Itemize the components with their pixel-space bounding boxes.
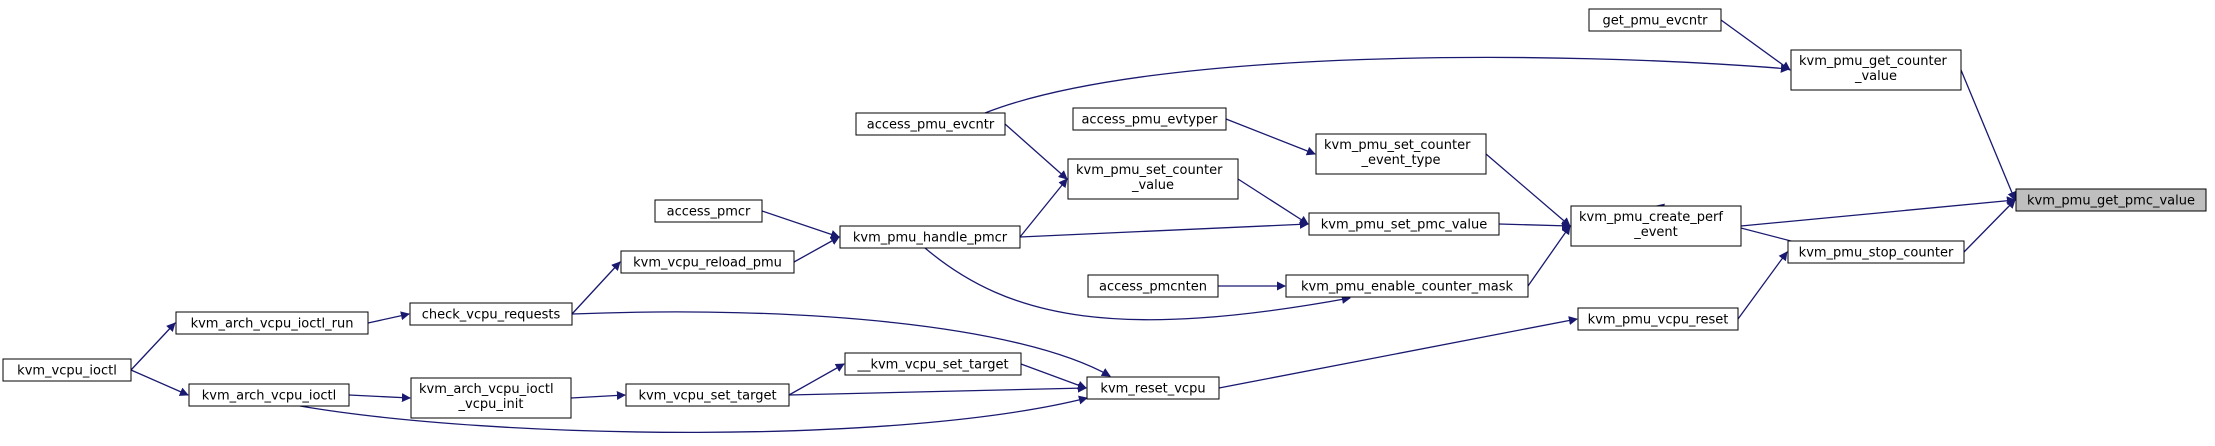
edge-kvm_pmu_set_counter_value-to-kvm_pmu_set_pmc_value xyxy=(1237,178,1309,225)
edge-kvm_arch_vcpu_ioctl-to-kvm_arch_vcpu_ioctl_vcpu_init xyxy=(348,393,411,403)
node-label: kvm_pmu_vcpu_reset xyxy=(1588,313,1729,328)
node-label: kvm_vcpu_reload_pmu xyxy=(633,256,782,271)
edge-kvm_vcpu_reload_pmu-to-kvm_pmu_handle_pmcr xyxy=(793,236,840,263)
edge-__kvm_vcpu_set_target-to-kvm_reset_vcpu xyxy=(1020,363,1087,390)
node-label: kvm_arch_vcpu_ioctl xyxy=(202,389,337,404)
edge-kvm_vcpu_ioctl-to-kvm_arch_vcpu_ioctl_run xyxy=(130,322,176,371)
node-label: kvm_pmu_stop_counter xyxy=(1799,246,1954,261)
node-kvm-arch-vcpu-ioctl-vcpu-init[interactable]: kvm_arch_vcpu_ioctl_vcpu_init xyxy=(410,377,572,419)
node-label: kvm_pmu_set_counter xyxy=(1076,163,1223,178)
node-kvm-arch-vcpu-ioctl[interactable]: kvm_arch_vcpu_ioctl xyxy=(188,383,350,407)
node-label: access_pmu_evtyper xyxy=(1081,113,1218,128)
node-access-pmu-evtyper[interactable]: access_pmu_evtyper xyxy=(1072,107,1227,131)
node-label: kvm_reset_vcpu xyxy=(1100,382,1205,397)
node-access-pmu-evcntr[interactable]: access_pmu_evcntr xyxy=(855,112,1006,136)
node-label: kvm_pmu_set_counter xyxy=(1324,138,1471,153)
node-kvm-pmu-handle-pmcr[interactable]: kvm_pmu_handle_pmcr xyxy=(839,225,1021,249)
node-label: kvm_vcpu_ioctl xyxy=(17,364,117,379)
node---kvm-vcpu-set-target[interactable]: __kvm_vcpu_set_target xyxy=(844,352,1022,376)
node-kvm-pmu-set-counter-event-type[interactable]: kvm_pmu_set_counter_event_type xyxy=(1315,133,1487,175)
node-label: _value xyxy=(1854,69,1897,84)
node-kvm-pmu-set-pmc-value[interactable]: kvm_pmu_set_pmc_value xyxy=(1308,212,1500,236)
edge-kvm_arch_vcpu_ioctl_vcpu_init-to-kvm_vcpu_set_target xyxy=(570,390,626,400)
nodes: kvm_pmu_get_pmc_value kvm_pmu_get_counter… xyxy=(2,8,2207,419)
edge-kvm_pmu_handle_pmcr-to-kvm_pmu_set_counter_value xyxy=(1019,178,1068,238)
node-label: __kvm_vcpu_set_target xyxy=(856,358,1008,373)
edge-kvm_pmu_stop_counter-to-kvm_pmu_get_pmc_value xyxy=(1963,199,2016,253)
node-kvm-pmu-set-counter-value[interactable]: kvm_pmu_set_counter_value xyxy=(1067,158,1239,200)
node-kvm-vcpu-reload-pmu[interactable]: kvm_vcpu_reload_pmu xyxy=(620,250,795,274)
edge-kvm_pmu_create_perf_event-to-kvm_pmu_get_pmc_value xyxy=(1740,196,2016,227)
node-label: kvm_arch_vcpu_ioctl_run xyxy=(191,317,354,332)
edge-check_vcpu_requests-to-kvm_reset_vcpu xyxy=(571,311,1111,377)
edge-get_pmu_evcntr-to-kvm_pmu_get_counter_value xyxy=(1720,19,1791,71)
edge-kvm_pmu_handle_pmcr-to-kvm_pmu_enable_counter_mask xyxy=(924,247,1351,321)
node-label: access_pmu_evcntr xyxy=(867,118,995,133)
node-kvm-pmu-stop-counter[interactable]: kvm_pmu_stop_counter xyxy=(1787,240,1965,264)
node-get-pmu-evcntr[interactable]: get_pmu_evcntr xyxy=(1588,8,1722,32)
edge-check_vcpu_requests-to-kvm_vcpu_reload_pmu xyxy=(571,261,621,315)
edge-kvm_pmu_enable_counter_mask-to-kvm_pmu_create_perf_event xyxy=(1527,225,1571,287)
edge-kvm_pmu_set_pmc_value-to-kvm_pmu_create_perf_event xyxy=(1498,221,1571,231)
node-kvm-pmu-get-counter-value[interactable]: kvm_pmu_get_counter_value xyxy=(1790,49,1962,91)
node-kvm-pmu-create-perf-event[interactable]: kvm_pmu_create_perf_event xyxy=(1570,205,1742,247)
node-label: kvm_arch_vcpu_ioctl xyxy=(419,382,554,397)
node-label: _vcpu_init xyxy=(458,397,524,412)
edge-access_pmu_evtyper-to-kvm_pmu_set_counter_event_type xyxy=(1225,118,1316,156)
node-kvm-vcpu-set-target[interactable]: kvm_vcpu_set_target xyxy=(625,383,790,407)
node-kvm-pmu-enable-counter-mask[interactable]: kvm_pmu_enable_counter_mask xyxy=(1285,274,1529,298)
edge-kvm_pmu_handle_pmcr-to-kvm_pmu_set_pmc_value xyxy=(1019,219,1309,238)
node-label: kvm_pmu_handle_pmcr xyxy=(853,231,1008,246)
node-kvm-arch-vcpu-ioctl-run[interactable]: kvm_arch_vcpu_ioctl_run xyxy=(175,311,369,335)
node-label: kvm_pmu_enable_counter_mask xyxy=(1301,280,1514,295)
node-check-vcpu-requests[interactable]: check_vcpu_requests xyxy=(409,302,573,326)
edge-kvm_arch_vcpu_ioctl-to-kvm_reset_vcpu xyxy=(299,395,1088,434)
node-kvm-pmu-vcpu-reset[interactable]: kvm_pmu_vcpu_reset xyxy=(1577,307,1739,331)
edge-kvm_vcpu_ioctl-to-kvm_arch_vcpu_ioctl xyxy=(130,369,189,396)
edge-kvm_pmu_vcpu_reset-to-kvm_pmu_stop_counter xyxy=(1737,251,1788,320)
edge-kvm_vcpu_set_target-to-kvm_reset_vcpu xyxy=(788,383,1087,396)
edge-kvm_arch_vcpu_ioctl_run-to-check_vcpu_requests xyxy=(367,311,410,324)
node-kvm-pmu-get-pmc-value[interactable]: kvm_pmu_get_pmc_value xyxy=(2015,188,2207,212)
edge-kvm_pmu_set_counter_event_type-to-kvm_pmu_create_perf_event xyxy=(1485,153,1571,227)
node-label: kvm_vcpu_set_target xyxy=(638,389,776,404)
edge-access_pmu_evcntr-to-kvm_pmu_set_counter_value xyxy=(1004,123,1068,180)
edge-kvm_reset_vcpu-to-kvm_pmu_vcpu_reset xyxy=(1218,316,1578,389)
node-access-pmcr[interactable]: access_pmcr xyxy=(654,199,763,223)
node-label: kvm_pmu_set_pmc_value xyxy=(1321,218,1487,233)
edge-access_pmcr-to-kvm_pmu_handle_pmcr xyxy=(761,210,840,239)
node-label: kvm_pmu_get_pmc_value xyxy=(2027,194,2195,209)
node-label: _event_type xyxy=(1360,153,1440,168)
edge-kvm_vcpu_set_target-to-__kvm_vcpu_set_target xyxy=(788,363,845,396)
node-label: get_pmu_evcntr xyxy=(1602,14,1708,29)
node-label: kvm_pmu_create_perf xyxy=(1579,210,1723,225)
node-label: access_pmcr xyxy=(667,205,751,220)
node-label: _event xyxy=(1633,225,1678,240)
edge-kvm_pmu_get_counter_value-to-kvm_pmu_get_pmc_value xyxy=(1960,69,2017,201)
node-label: _value xyxy=(1131,178,1174,193)
edges xyxy=(130,19,2017,434)
node-kvm-reset-vcpu[interactable]: kvm_reset_vcpu xyxy=(1086,376,1220,400)
node-label: access_pmcnten xyxy=(1099,280,1207,295)
node-kvm-vcpu-ioctl[interactable]: kvm_vcpu_ioctl xyxy=(2,358,132,382)
edge-access_pmu_evcntr-to-kvm_pmu_get_counter_value xyxy=(984,56,1790,114)
node-label: check_vcpu_requests xyxy=(422,308,561,323)
node-access-pmcnten[interactable]: access_pmcnten xyxy=(1087,274,1219,298)
node-label: kvm_pmu_get_counter xyxy=(1799,54,1948,69)
